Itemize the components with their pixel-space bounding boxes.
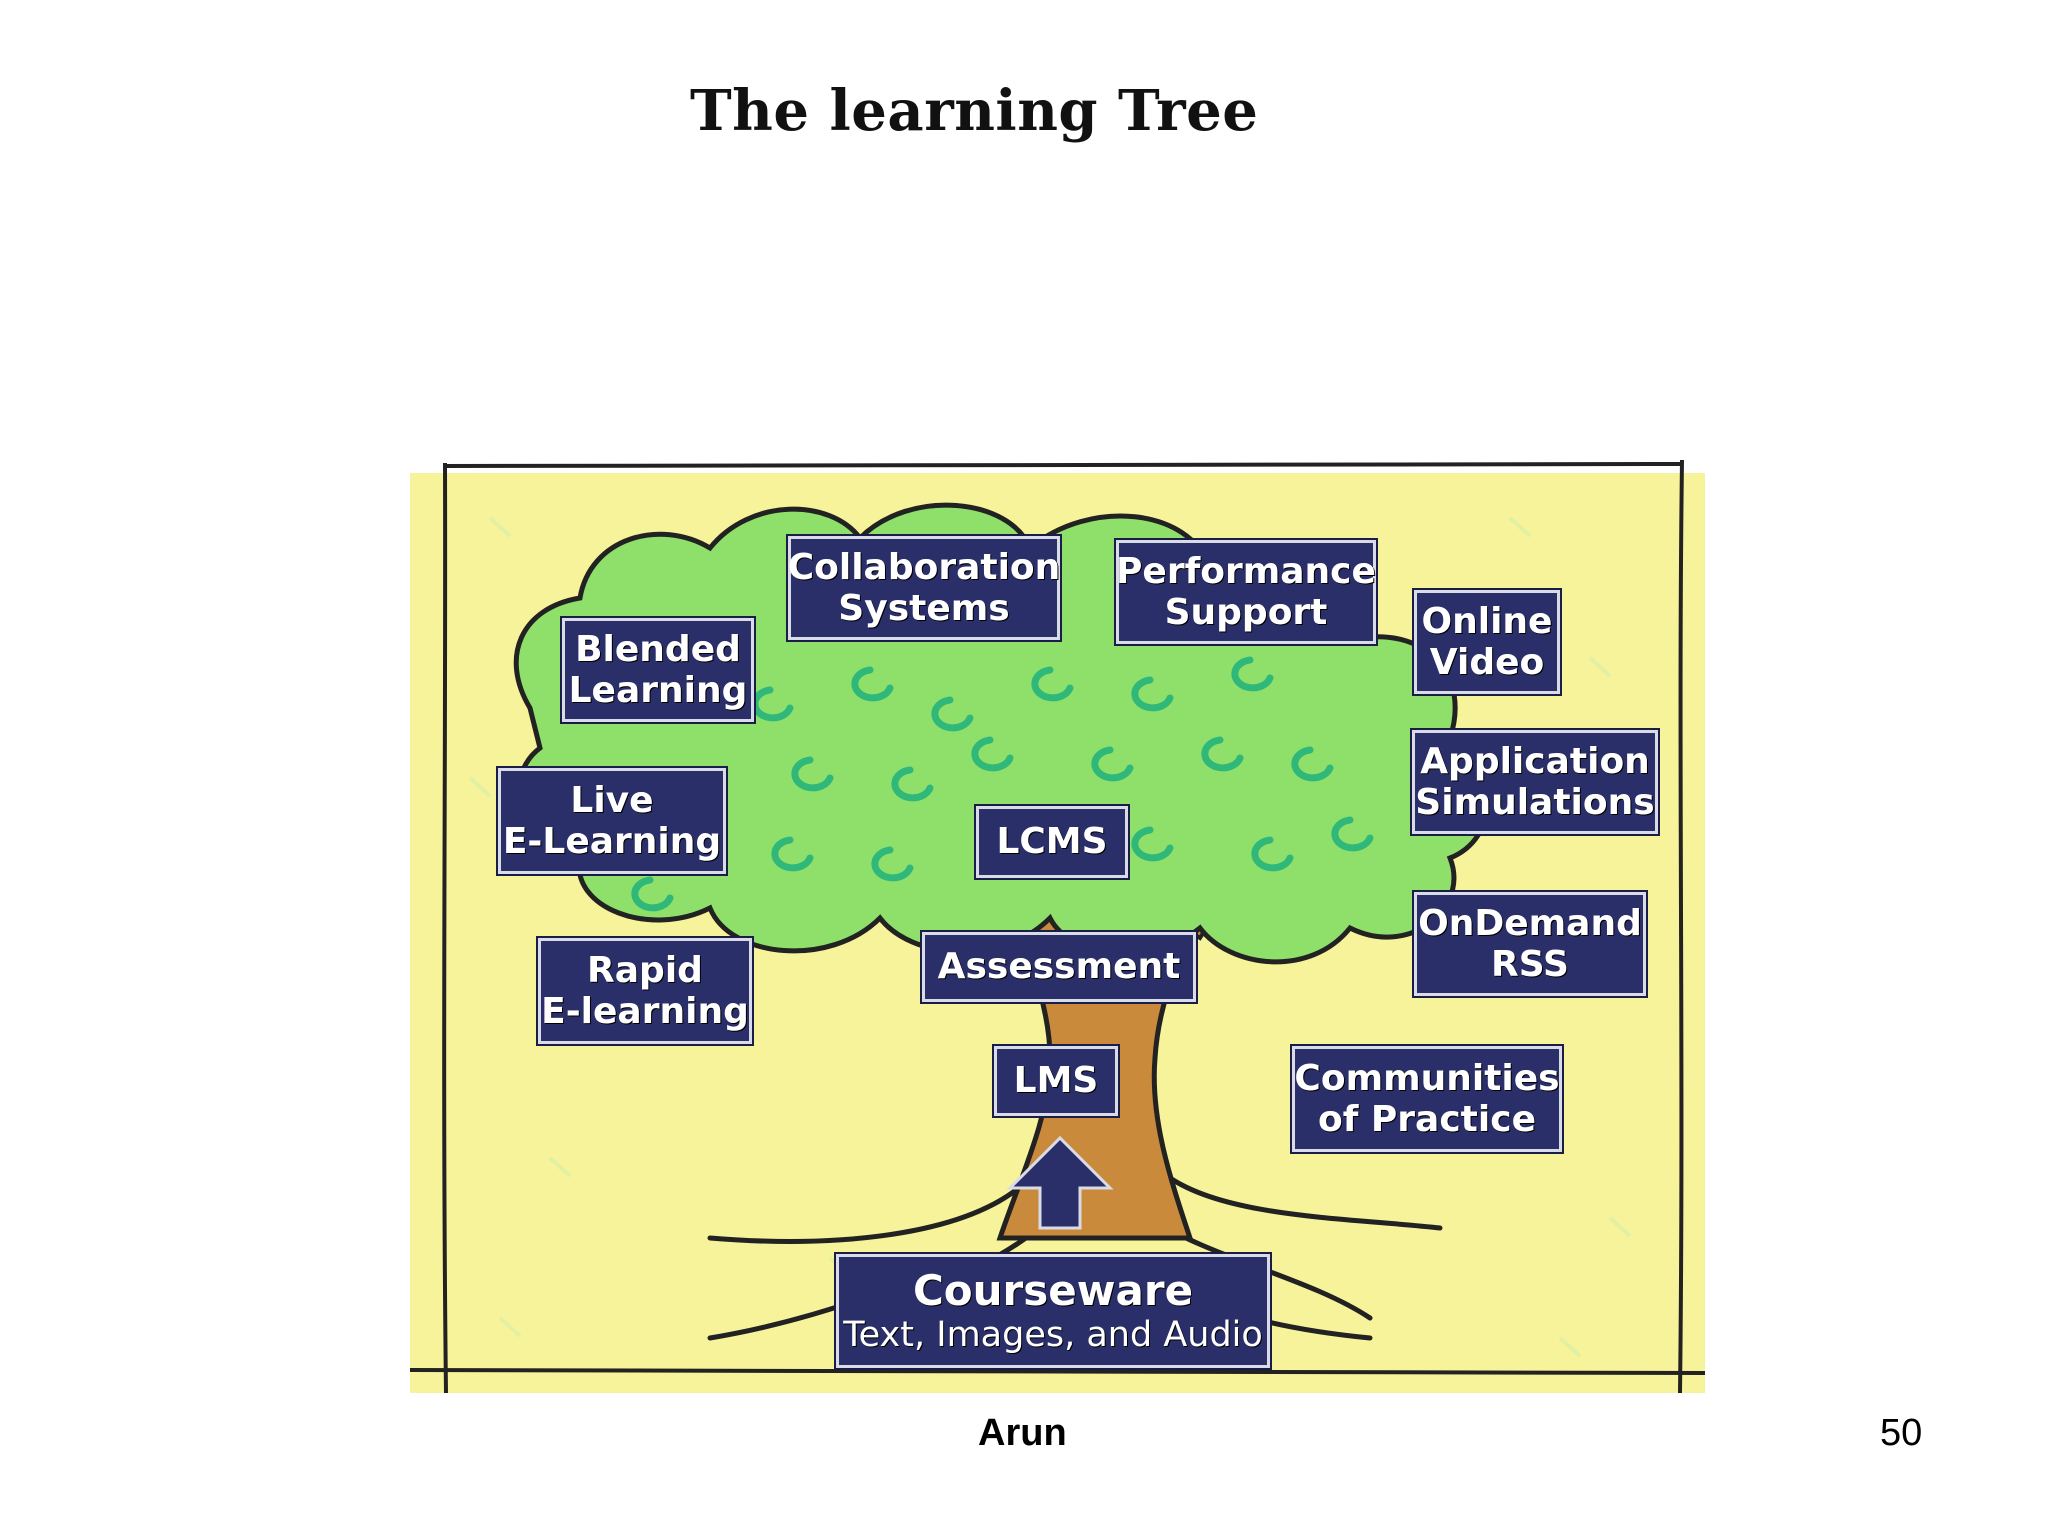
node-label-line-2: Video <box>1429 642 1545 683</box>
node-label-line-1: Application <box>1420 740 1650 782</box>
node-label-line-2: of Practice <box>1317 1099 1536 1140</box>
node-communities-of-practice: Communities of Practice <box>1292 1046 1562 1152</box>
node-lms: LMS <box>994 1046 1118 1116</box>
node-lcms: LCMS <box>976 806 1128 878</box>
node-live-elearning: Live E-Learning <box>498 768 726 874</box>
node-label-line-2: Support <box>1164 592 1328 633</box>
node-label: LCMS <box>996 821 1108 863</box>
node-label: Assessment <box>937 946 1181 988</box>
node-online-video: Online Video <box>1414 590 1560 694</box>
node-label-line-1: Rapid <box>587 949 703 991</box>
node-label-line-2: Learning <box>568 670 748 711</box>
node-label-line-2: Simulations <box>1415 782 1655 823</box>
node-label-line-1: Communities <box>1294 1057 1560 1099</box>
node-rapid-elearning: Rapid E-learning <box>538 938 752 1044</box>
node-label-line-1: OnDemand <box>1418 902 1642 944</box>
node-label-line-2: E-Learning <box>502 821 722 862</box>
page-number: 50 <box>1880 1412 1923 1454</box>
node-performance-support: Performance Support <box>1116 540 1376 644</box>
node-application-simulations: Application Simulations <box>1412 730 1658 834</box>
node-label-subtitle: Text, Images, and Audio <box>843 1315 1263 1356</box>
node-label-line-2: RSS <box>1491 944 1569 985</box>
footer-author: Arun <box>978 1412 1067 1454</box>
node-label-line-1: Collaboration <box>787 546 1061 588</box>
foliage-swirls <box>631 616 1374 912</box>
up-arrow <box>1006 1135 1114 1230</box>
node-label-line-1: Live <box>570 779 654 821</box>
node-assessment: Assessment <box>922 932 1196 1002</box>
node-label: LMS <box>1013 1060 1099 1102</box>
node-label-line-2: Systems <box>838 588 1010 629</box>
sketch-frame <box>410 459 1706 1393</box>
node-label-line-1: Blended <box>575 628 741 670</box>
slide-title: The learning Tree <box>690 78 1259 144</box>
node-label-line-2: E-learning <box>541 991 749 1032</box>
node-collaboration-systems: Collaboration Systems <box>788 536 1060 640</box>
node-label-line-1: Performance <box>1116 550 1376 592</box>
learning-tree-diagram: Collaboration Systems Performance Suppor… <box>410 458 1710 1393</box>
node-ondemand-rss: OnDemand RSS <box>1414 892 1646 996</box>
node-label-line-1: Online <box>1421 600 1553 642</box>
node-courseware: Courseware Text, Images, and Audio <box>836 1254 1270 1368</box>
node-label-title: Courseware <box>912 1265 1194 1315</box>
node-blended-learning: Blended Learning <box>562 618 754 722</box>
